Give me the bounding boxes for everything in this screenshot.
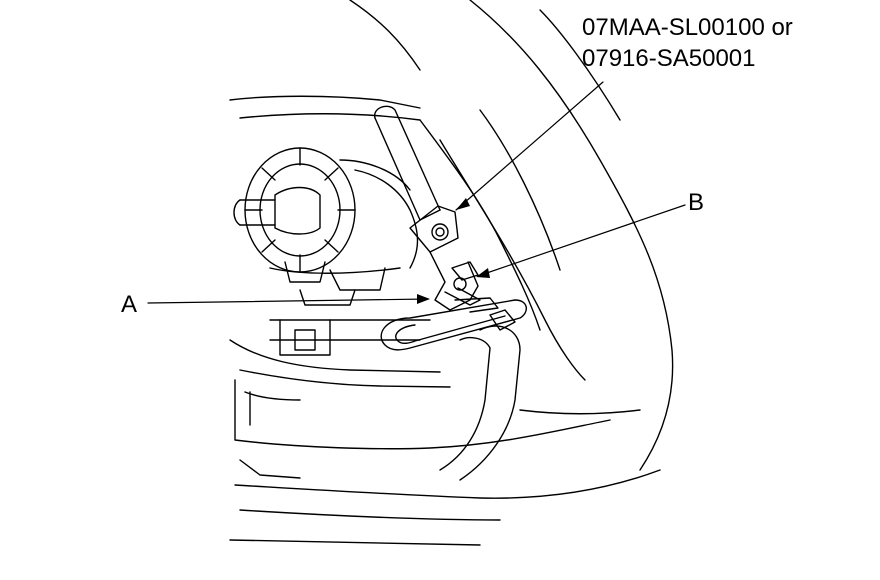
lower-arm <box>230 380 660 545</box>
tool-number-label-1: 07MAA-SL00100 or <box>582 14 793 41</box>
hose <box>440 310 520 480</box>
cross-member <box>230 320 450 387</box>
body-panel <box>350 0 673 470</box>
callout-a-label: A <box>121 291 138 318</box>
arrowhead-tool <box>456 198 470 210</box>
arrowhead-b <box>476 268 490 278</box>
transmission-housing <box>234 148 418 305</box>
tool-bar <box>375 106 458 252</box>
belt <box>381 300 526 350</box>
callout-b-label: B <box>688 189 705 216</box>
leader-lines <box>148 82 685 303</box>
arrowhead-a <box>417 294 430 304</box>
arrowheads <box>417 198 490 304</box>
tensioner <box>430 252 498 312</box>
tool-number-label-2: 07916-SA50001 <box>582 45 756 72</box>
frame-outline <box>230 96 585 380</box>
